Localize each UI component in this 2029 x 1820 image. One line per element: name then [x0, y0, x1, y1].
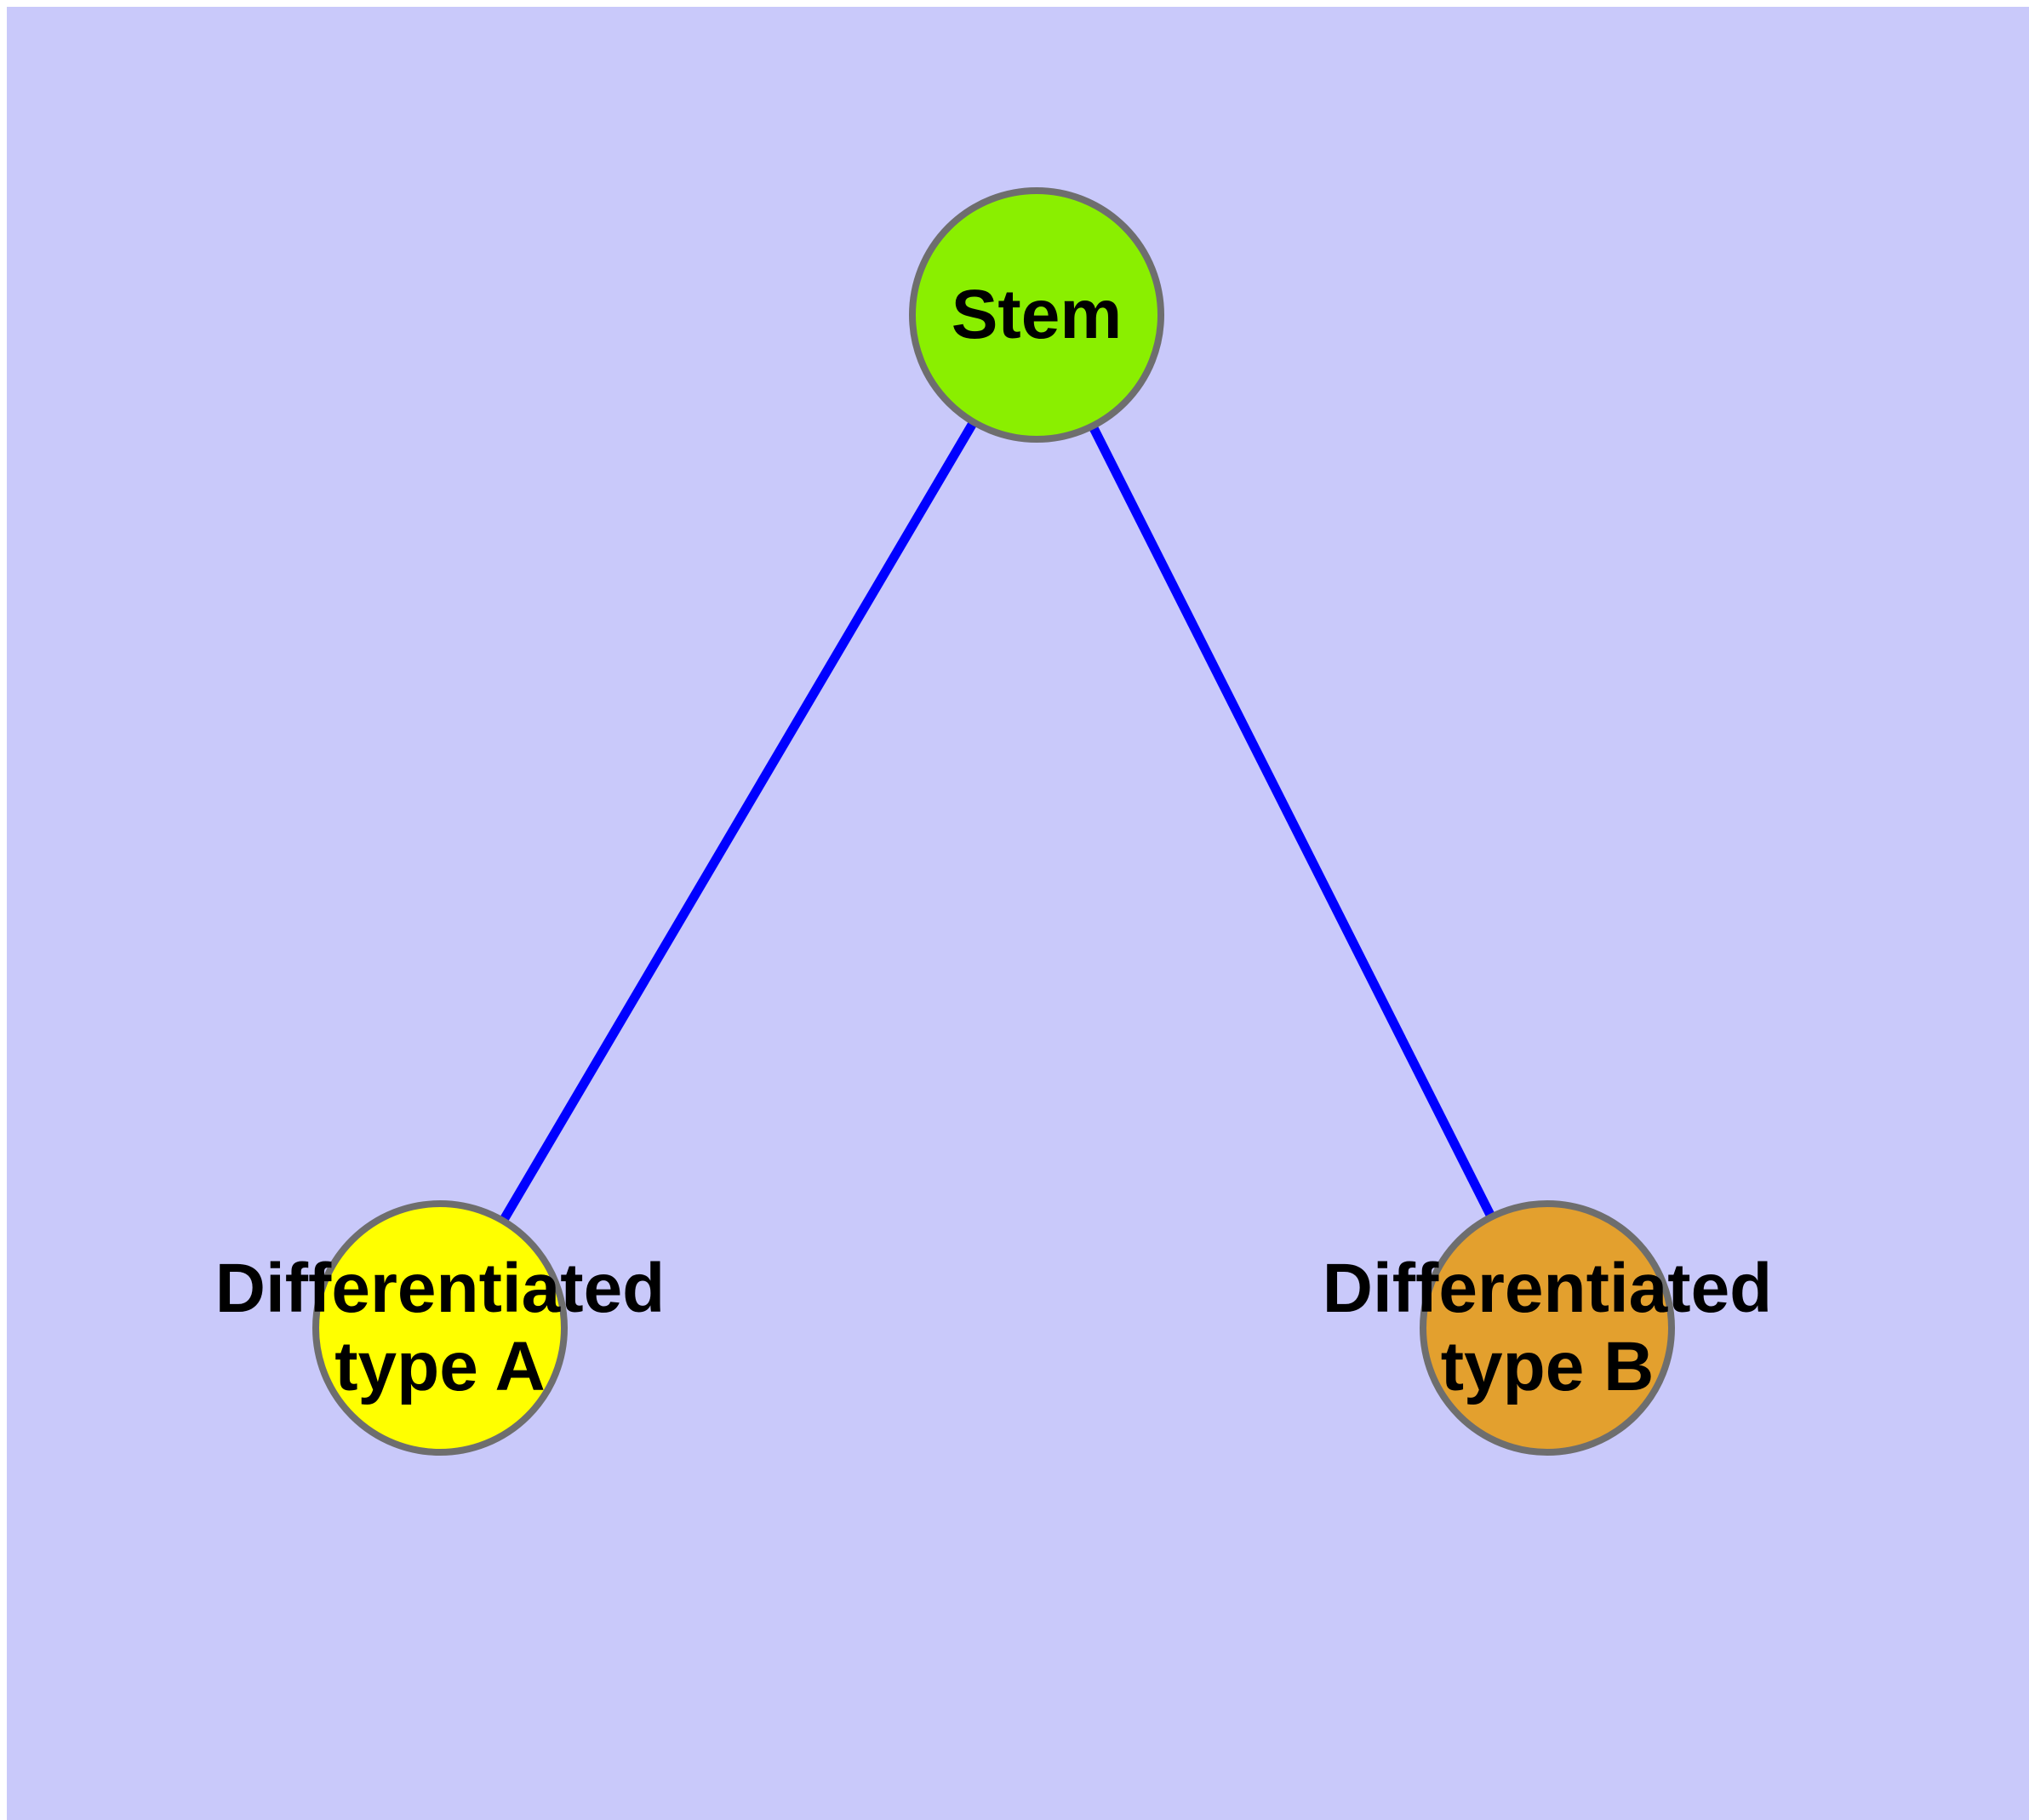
edge-group — [436, 312, 1552, 1331]
node-differentiated-type-a[interactable] — [312, 1200, 568, 1456]
edge-stem-to-differentiated-type-a — [436, 312, 1041, 1331]
edge-stem-to-differentiated-type-b — [1032, 312, 1552, 1331]
node-differentiated-type-b[interactable] — [1420, 1200, 1675, 1456]
node-stem[interactable] — [909, 187, 1164, 443]
node-group — [312, 187, 1675, 1456]
